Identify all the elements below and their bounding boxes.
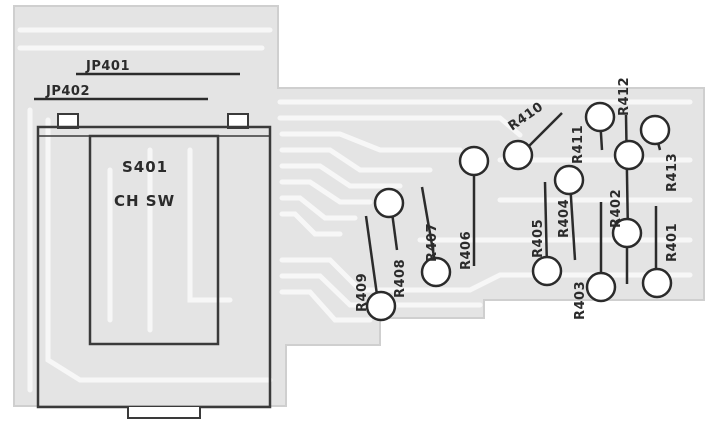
resistor-r403: R403 bbox=[573, 202, 617, 320]
resistor-r405: R405 bbox=[531, 181, 563, 287]
resistor-label-r409: R409 bbox=[355, 273, 370, 312]
resistor-r413: R413 bbox=[639, 114, 680, 192]
resistor-label-r403: R403 bbox=[573, 281, 588, 320]
resistor-label-r402: R402 bbox=[609, 189, 624, 228]
resistor-label-r401: R401 bbox=[665, 223, 680, 262]
jumper-jp402: JP402 bbox=[34, 84, 208, 101]
resistor-label-r404: R404 bbox=[557, 199, 572, 238]
switch-s401: S401 CH SW bbox=[36, 113, 272, 419]
resistor-r407: R407 bbox=[420, 186, 452, 288]
resistor-label-r405: R405 bbox=[531, 219, 546, 258]
jumper-label-jp402: JP402 bbox=[45, 84, 90, 99]
switch-ref-label: S401 bbox=[122, 158, 168, 176]
board-substrate bbox=[13, 5, 705, 407]
resistor-r401: R401 bbox=[641, 206, 680, 299]
resistor-label-r408: R408 bbox=[393, 259, 408, 298]
jumper-jp401: JP401 bbox=[76, 59, 240, 76]
resistor-label-r413: R413 bbox=[665, 153, 680, 192]
resistor-r412: R412 bbox=[584, 77, 632, 151]
resistor-r411: R411 bbox=[553, 125, 586, 261]
resistor-r404: R404 bbox=[557, 199, 572, 238]
resistor-label-r411: R411 bbox=[571, 125, 586, 164]
resistor-r402: R402 bbox=[609, 114, 645, 284]
switch-name-label: CH SW bbox=[114, 192, 175, 210]
resistor-r409: R409 bbox=[355, 215, 397, 322]
resistor-label-r412: R412 bbox=[617, 77, 632, 116]
jumper-label-jp401: JP401 bbox=[85, 59, 130, 74]
resistor-label-r407: R407 bbox=[425, 223, 440, 262]
resistor-r408: R408 bbox=[373, 187, 408, 298]
resistor-label-r406: R406 bbox=[459, 231, 474, 270]
resistor-r406: R406 bbox=[458, 145, 490, 270]
